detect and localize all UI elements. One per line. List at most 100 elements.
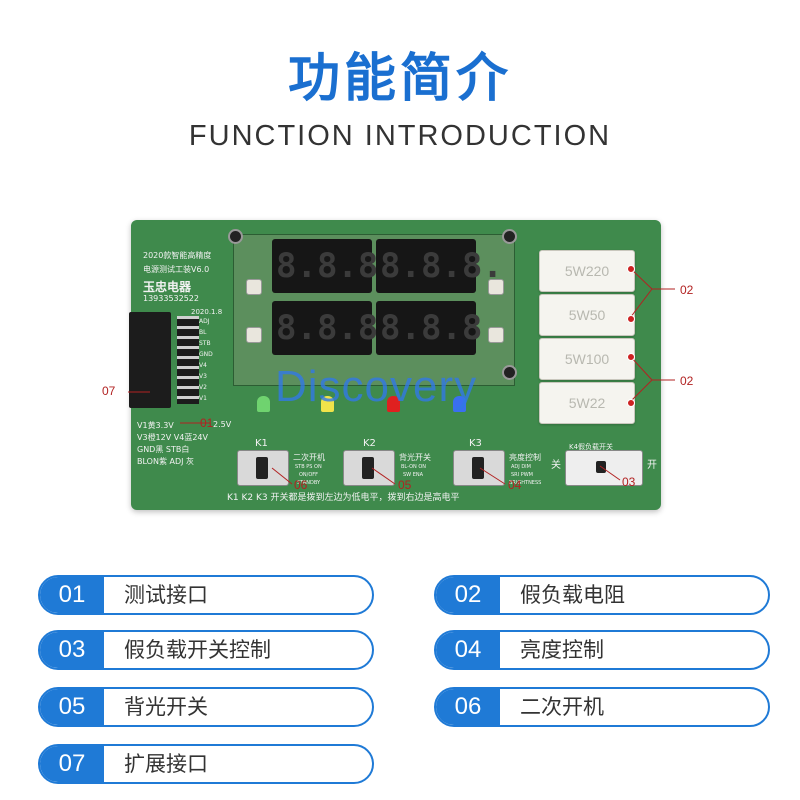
callout-line-02b	[629, 355, 653, 381]
test-interface-pins	[177, 316, 199, 404]
pin-label: BL	[199, 329, 207, 336]
k1-sub-3: STANDBY	[297, 480, 321, 486]
switch-knob	[362, 457, 374, 479]
led-yellow	[321, 396, 334, 412]
pin-labels: ADJ BL STB GND V4 V3 V2 V1	[199, 316, 219, 404]
trim-pot	[488, 327, 504, 343]
resistor-label: 5W50	[568, 307, 606, 323]
callout-line-02b	[629, 379, 653, 403]
pin-label: V4	[199, 362, 207, 369]
callout-01: 01	[200, 416, 214, 430]
k2-sub-1: BL-ON ON	[401, 464, 427, 470]
callout-03: 03	[622, 475, 636, 489]
callout-dot	[627, 399, 635, 407]
feature-number: 04	[436, 632, 500, 668]
k2-title: 背光开关	[399, 453, 431, 462]
feature-label: 假负载电阻	[520, 583, 625, 607]
pin-label: V1	[199, 395, 207, 402]
switch-knob	[472, 457, 484, 479]
callout-line-03	[599, 465, 621, 481]
feature-item-05: 05 背光开关	[38, 687, 374, 727]
feature-label: 假负载开关控制	[124, 638, 271, 662]
page-title-en: FUNCTION INTRODUCTION	[188, 120, 612, 152]
feature-item-02: 02 假负载电阻	[434, 575, 770, 615]
segment-display: 8.8.8.	[376, 301, 503, 355]
k1-label: K1	[255, 438, 268, 449]
trim-pot	[488, 279, 504, 295]
switch-k3[interactable]	[453, 450, 505, 486]
led-green	[257, 396, 270, 412]
mount-screw	[228, 229, 243, 244]
feature-label: 二次开机	[520, 695, 604, 719]
switch-knob	[256, 457, 268, 479]
feature-number: 06	[436, 689, 500, 725]
k4-off-label: 关	[551, 460, 561, 471]
page-title-cn: 功能简介	[287, 49, 512, 109]
feature-label: 背光开关	[124, 695, 208, 719]
k3-sub-2: SRI PWM	[511, 472, 533, 478]
feature-label: 亮度控制	[520, 638, 604, 662]
k4-title: K4假负载开关	[569, 443, 614, 451]
callout-05: 05	[398, 478, 412, 492]
pin-label: ADJ	[199, 318, 210, 325]
callout-02a: 02	[680, 283, 694, 297]
k2-sub-2: SW ENA	[403, 472, 424, 478]
feature-item-07: 07 扩展接口	[38, 744, 374, 784]
callout-line-06	[271, 467, 293, 485]
k3-label: K3	[469, 438, 482, 449]
callout-06: 06	[294, 478, 308, 492]
k4-on-label: 开	[647, 460, 657, 471]
feature-number: 05	[40, 689, 104, 725]
k1-title: 二次开机	[293, 453, 325, 462]
resistor-label: 5W220	[564, 263, 610, 279]
led-display-panel: 8.8.8. 8.8.8. 8.8.8. 8.8.8.	[228, 229, 517, 386]
pin-label: GND	[199, 351, 213, 358]
board-date: 2020.1.8	[191, 308, 223, 316]
feature-number: 02	[436, 577, 500, 613]
k3-sub-3: BRIGHTNESS	[509, 480, 542, 486]
pcb-board: 2020款智能高精度 电源测试工装V6.0 玉忠电器 13933532522 2…	[129, 220, 661, 510]
callout-04: 04	[508, 478, 522, 492]
pin-label: V3	[199, 373, 207, 380]
callout-line-05	[371, 467, 396, 485]
switch-k1[interactable]	[237, 450, 289, 486]
trim-pot	[246, 327, 262, 343]
volt-label-4: BLON紫 ADJ 灰	[137, 457, 195, 466]
led-blue	[453, 396, 466, 412]
board-brand: 玉忠电器	[143, 280, 192, 294]
feature-label: 扩展接口	[124, 752, 208, 776]
resistor-label: 5W100	[564, 351, 610, 367]
volt-label-extra: 2.5V	[213, 420, 232, 429]
switch-instructions: K1 K2 K3 开关都是拨到左边为低电平，拨到右边是高电平	[227, 493, 460, 503]
k1-sub-2: ON/OFF	[299, 472, 319, 478]
product-photo: 2020款智能高精度 电源测试工装V6.0 玉忠电器 13933532522 2…	[95, 200, 715, 530]
mount-screw	[502, 229, 517, 244]
trim-pot	[246, 279, 262, 295]
resistor-label: 5W22	[568, 395, 606, 411]
feature-item-06: 06 二次开机	[434, 687, 770, 727]
board-label-2: 电源测试工装V6.0	[143, 265, 210, 274]
watermark: Discovery	[275, 362, 478, 411]
callout-07: 07	[102, 384, 116, 398]
feature-number: 07	[40, 746, 104, 782]
callout-dot	[627, 353, 635, 361]
load-resistor-2: 5W50	[539, 294, 635, 336]
mount-screw	[502, 365, 517, 380]
load-resistor-1: 5W220	[539, 250, 635, 292]
callout-02b: 02	[680, 374, 694, 388]
load-resistor-3: 5W100	[539, 338, 635, 380]
feature-label: 测试接口	[124, 583, 208, 607]
load-resistor-4: 5W22	[539, 382, 635, 424]
switch-k2[interactable]	[343, 450, 395, 486]
feature-item-01: 01 测试接口	[38, 575, 374, 615]
volt-label-1: V1黄3.3V	[137, 421, 174, 430]
feature-item-04: 04 亮度控制	[434, 630, 770, 670]
pin-label: V2	[199, 384, 207, 391]
volt-label-3: GND黑 STB白	[137, 445, 190, 454]
feature-number: 03	[40, 632, 104, 668]
k3-title: 亮度控制	[509, 453, 541, 462]
callout-dot	[627, 315, 635, 323]
segment-display: 8.8.8.	[272, 301, 399, 355]
k2-label: K2	[363, 438, 376, 449]
